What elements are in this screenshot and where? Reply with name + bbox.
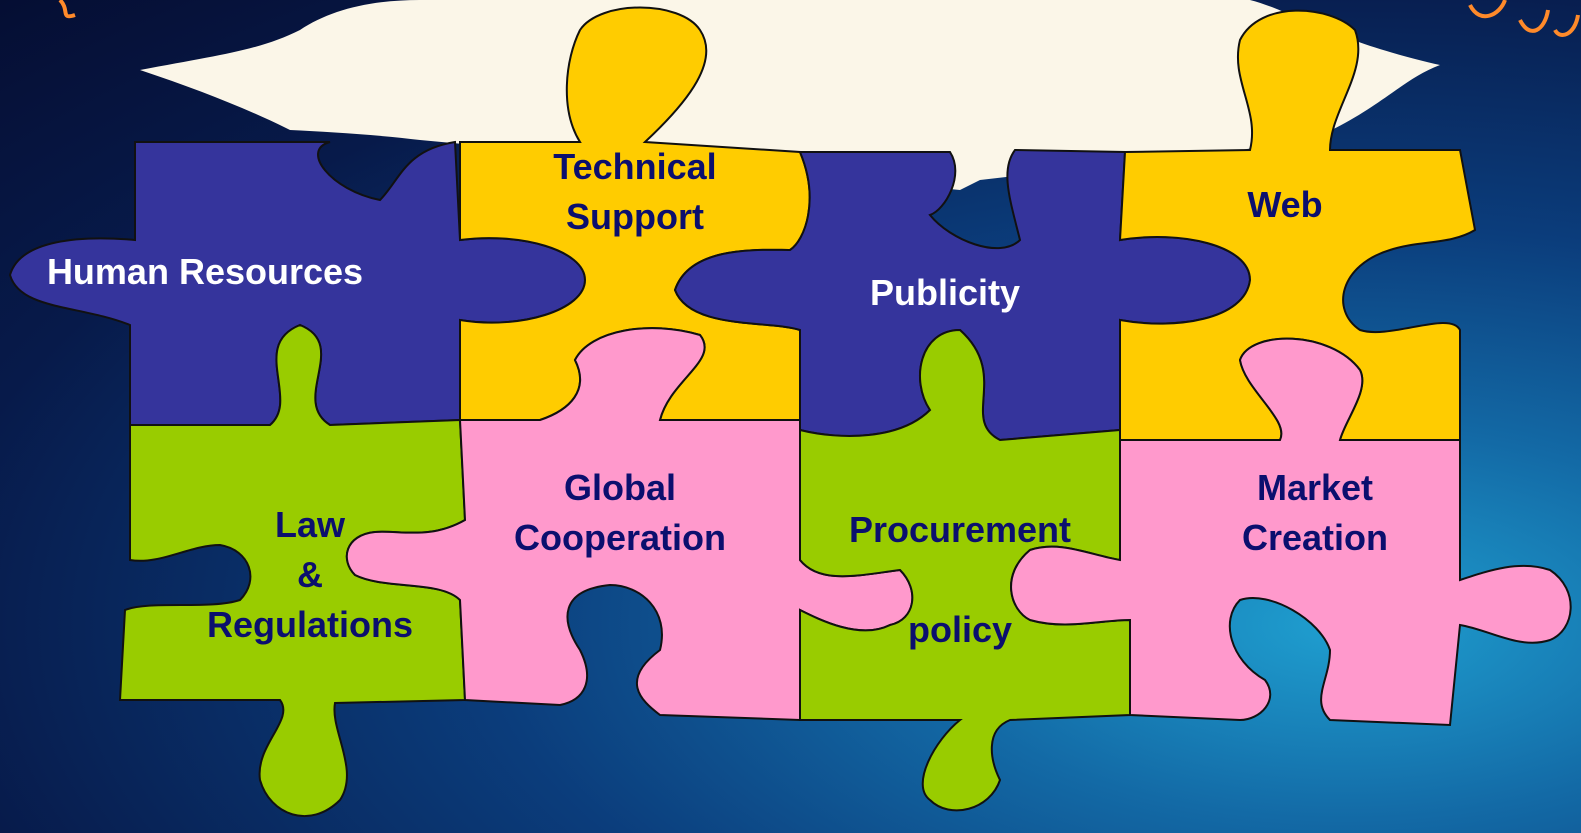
puzzle-piece-global-cooperation — [345, 327, 914, 722]
puzzle-label-line: Human Resources — [46, 251, 364, 292]
puzzle-label-line: Creation — [1241, 517, 1389, 558]
decorative-scribble-right — [1468, 0, 1580, 37]
puzzle-label-line: Web — [1247, 184, 1323, 225]
puzzle-label-line: policy — [907, 609, 1013, 650]
decorative-scribble-left — [58, 0, 76, 19]
puzzle-label-web: Web — [1200, 180, 1370, 230]
puzzle-label-human-resources: Human Resources — [10, 247, 400, 297]
puzzle-label-line: Global — [563, 467, 676, 508]
puzzle-piece-web — [1118, 9, 1477, 441]
puzzle-label-line: Cooperation — [514, 517, 726, 558]
puzzle-piece-market-creation — [1010, 337, 1572, 727]
puzzle-label-line: Publicity — [869, 272, 1021, 313]
puzzle-label-line: Technical — [553, 146, 717, 187]
puzzle-label-procurement-policy: Procurement policy — [820, 505, 1100, 655]
puzzle-label-line: Market — [1256, 467, 1374, 508]
puzzle-label-publicity: Publicity — [820, 268, 1070, 318]
puzzle-label-law-regulations: Law & Regulations — [180, 500, 440, 650]
puzzle-label-line: Law — [274, 504, 345, 545]
puzzle-piece-law-regulations — [118, 323, 467, 817]
puzzle-label-line: Regulations — [206, 604, 413, 645]
puzzle-label-line: & — [297, 554, 323, 595]
puzzle-label-line: Support — [566, 196, 704, 237]
puzzle-label-line: Procurement — [848, 509, 1072, 550]
